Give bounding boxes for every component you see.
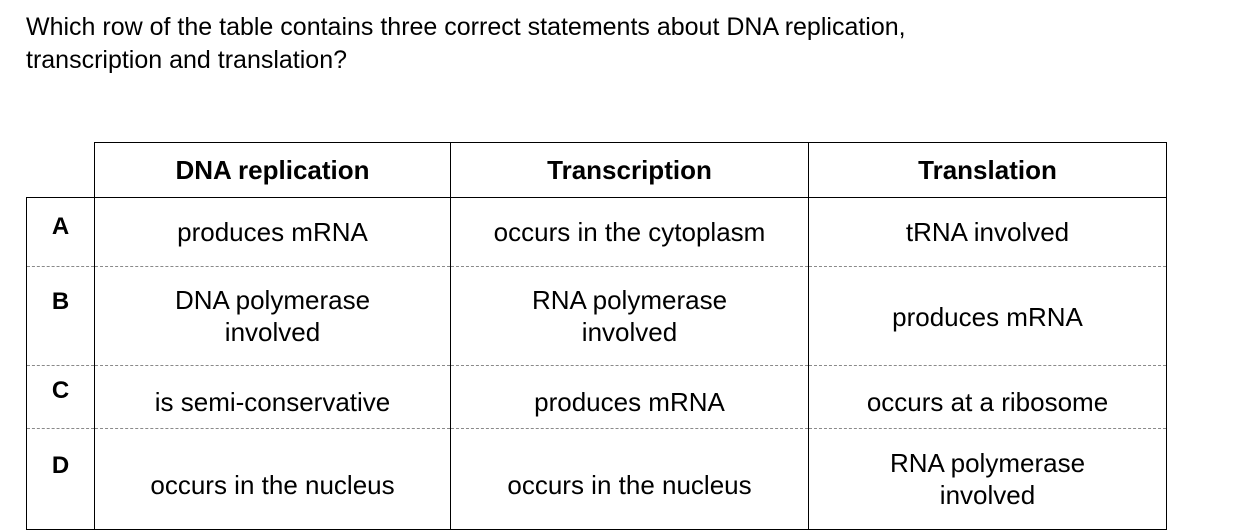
cell-c-translation: occurs at a ribosome <box>808 365 1167 429</box>
table-row-c: C is semi-conservative produces mRNA occ… <box>26 365 1167 429</box>
cell-c-transcription: produces mRNA <box>450 365 809 429</box>
cell-b-translation: produces mRNA <box>808 266 1167 366</box>
table-row-a: A produces mRNA occurs in the cytoplasm … <box>26 197 1167 267</box>
cell-text: occurs in the cytoplasm <box>493 217 766 247</box>
header-dna-replication: DNA replication <box>94 142 451 198</box>
cell-text-line-1: RNA polymerase <box>889 448 1086 478</box>
cell-text: produces mRNA <box>892 302 1083 332</box>
header-corner <box>26 142 95 198</box>
cell-text: produces mRNA <box>177 217 368 247</box>
cell-text-line-2: involved <box>939 480 1036 510</box>
question-line-1: Which row of the table contains three co… <box>26 13 906 41</box>
table-row-b: B DNA polymerase involved RNA polymerase… <box>26 266 1167 366</box>
cell-d-transcription: occurs in the nucleus <box>450 428 809 530</box>
question-text: Which row of the table contains three co… <box>26 11 1176 77</box>
cell-text: occurs at a ribosome <box>866 387 1109 417</box>
row-letter-d: D <box>26 428 95 530</box>
cell-text-line-1: DNA polymerase <box>174 285 371 315</box>
row-letter-b: B <box>26 266 95 366</box>
cell-text: occurs in the nucleus <box>507 470 752 500</box>
cell-b-transcription: RNA polymerase involved <box>450 266 809 366</box>
cell-b-dna-replication: DNA polymerase involved <box>94 266 451 366</box>
cell-text: is semi-conservative <box>154 387 391 417</box>
cell-text-line-2: involved <box>581 317 678 347</box>
row-letter-a: A <box>26 197 95 267</box>
cell-a-dna-replication: produces mRNA <box>94 197 451 267</box>
cell-text-line-1: RNA polymerase <box>531 285 728 315</box>
table-row-d: D occurs in the nucleus occurs in the nu… <box>26 428 1167 530</box>
cell-text: produces mRNA <box>534 387 725 417</box>
header-transcription: Transcription <box>450 142 809 198</box>
cell-d-dna-replication: occurs in the nucleus <box>94 428 451 530</box>
header-row: DNA replication Transcription Translatio… <box>26 142 1167 198</box>
cell-d-translation: RNA polymerase involved <box>808 428 1167 530</box>
row-letter-c: C <box>26 365 95 429</box>
cell-text-line-2: involved <box>224 317 321 347</box>
cell-a-translation: tRNA involved <box>808 197 1167 267</box>
cell-c-dna-replication: is semi-conservative <box>94 365 451 429</box>
cell-text: tRNA involved <box>905 217 1070 247</box>
answer-table: DNA replication Transcription Translatio… <box>26 142 1167 530</box>
cell-a-transcription: occurs in the cytoplasm <box>450 197 809 267</box>
header-translation: Translation <box>808 142 1167 198</box>
cell-text: occurs in the nucleus <box>150 470 395 500</box>
question-line-2: transcription and translation? <box>26 46 348 74</box>
